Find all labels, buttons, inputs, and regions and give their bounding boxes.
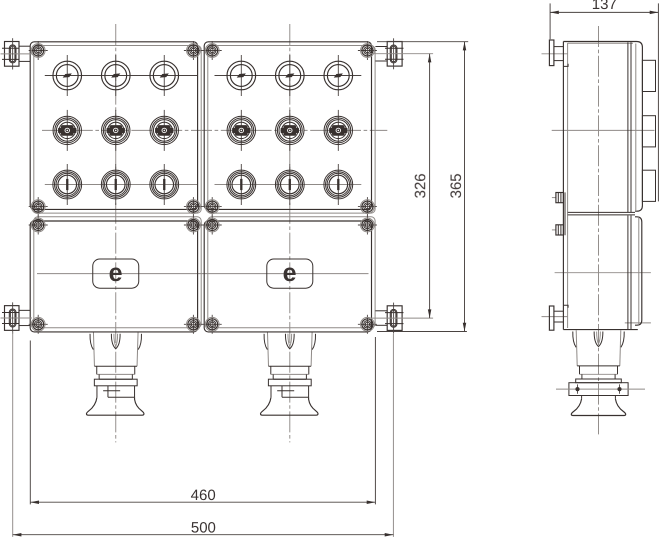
side-lug-top-plate [548,39,555,67]
cable-gland-side [555,329,646,417]
cable-gland-left [85,331,145,416]
compartment-bottom-left [29,220,199,333]
dimension-lug-spacing-500: 500 [12,331,394,537]
button-boss-row1 [641,59,657,92]
compartment-bottom-right [203,220,373,333]
dimension-depth-137: 137 [549,0,659,202]
arrowhead [30,500,39,504]
button-boss-row2 [641,115,657,148]
arrowhead [462,322,467,332]
button-boss-row3 [641,169,657,202]
corner-screw [183,314,204,335]
window-right [266,258,314,289]
dimension-height-365: 365 [377,41,469,332]
window-left [92,258,140,289]
dimensions: 137 326 365 460 [12,0,659,537]
arrowhead [12,532,22,537]
side-cover-bolts [551,191,566,236]
right-panel-controls [226,54,354,206]
arrowhead [427,309,432,319]
side-body [562,40,643,331]
hex-bolt [551,224,564,236]
side-button-bosses [641,59,657,202]
dimension-text-365: 365 [448,173,465,198]
corner-screw [28,40,49,61]
side-bottom-cover [635,216,643,326]
corner-screw [28,214,49,236]
window-label-right: e [283,259,297,287]
dimension-text-460: 460 [191,487,216,504]
arrowhead [366,500,376,504]
front-view: e e [0,24,405,443]
compartment-top-left-cover [33,45,202,214]
compartment-top-left [29,41,199,210]
window-label-left: e [109,259,123,287]
arrowhead [462,41,467,51]
dimension-text-500: 500 [191,519,216,536]
side-lug-top-rib [563,63,569,67]
hex-bolt [551,191,564,204]
compartment-top-right-cover [207,45,376,214]
corner-screw [202,40,223,61]
corner-screw [357,40,378,61]
inspection-windows: e e [92,258,314,289]
dimension-lug-spacing-326: 326 [369,53,434,319]
arrowhead [427,53,432,63]
side-lug-bottom-plate [548,305,555,331]
compartment-bottom-right-cover [207,216,376,329]
mounting-lug-top-left [0,37,33,71]
corner-screw [183,40,204,61]
side-lug-bottom-rib [563,304,569,308]
side-lugs [548,39,569,331]
arrowhead [649,10,659,15]
dimension-text-326: 326 [412,173,429,198]
compartment-top-right [203,41,373,210]
arrowhead [550,10,559,15]
cable-glands-front [85,331,319,416]
dimension-width-460: 460 [29,337,376,505]
arrowhead [384,532,394,537]
side-view [541,26,657,435]
dimension-text-137: 137 [592,0,617,13]
cable-gland-right [259,331,319,416]
mounting-lugs-front [0,37,405,335]
compartment-bottom-left-cover [33,216,202,329]
mounting-lug-bottom-left [0,301,33,335]
enclosure-compartments [29,41,376,333]
left-panel-controls [52,54,180,206]
corner-screw [202,214,223,236]
